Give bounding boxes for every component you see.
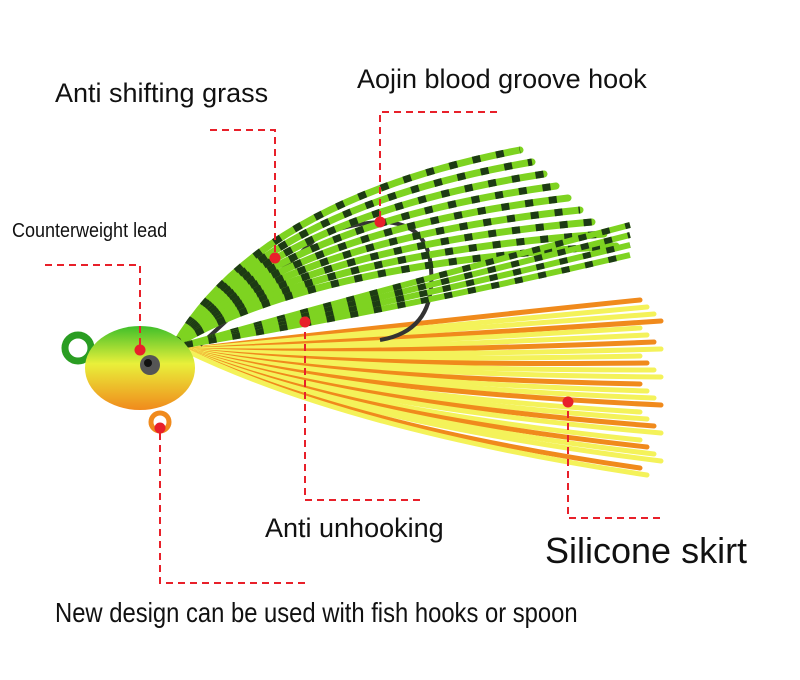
strand-stripes [184,242,631,348]
line-tie-eye [61,331,95,365]
callout-dot [134,344,146,356]
callout-line [159,428,305,584]
jig-pupil [144,359,152,367]
strand-stripes [184,252,631,348]
label-silicone-skirt: Silicone skirt [545,530,748,571]
label-anti-shifting-grass: Anti shifting grass [55,78,269,108]
callout-line [210,129,276,258]
label-anti-unhooking: Anti unhooking [265,513,444,543]
callout-dot [154,422,166,434]
jig-head [85,326,195,410]
callout-line [304,322,420,501]
callout-line [567,402,660,519]
callout-dot [374,216,386,228]
callout-dot [562,396,574,408]
label-counterweight: Counterweight lead [12,220,168,242]
strand-stripes [171,146,521,347]
callout-dot [269,252,281,264]
callout-dot [299,316,311,328]
strand-stripes [172,218,593,348]
label-new-design: New design can be used with fish hooks o… [55,597,578,628]
strand-stripes [172,158,533,347]
callout-line [379,111,497,222]
label-hook: Aojin blood groove hook [357,64,647,94]
